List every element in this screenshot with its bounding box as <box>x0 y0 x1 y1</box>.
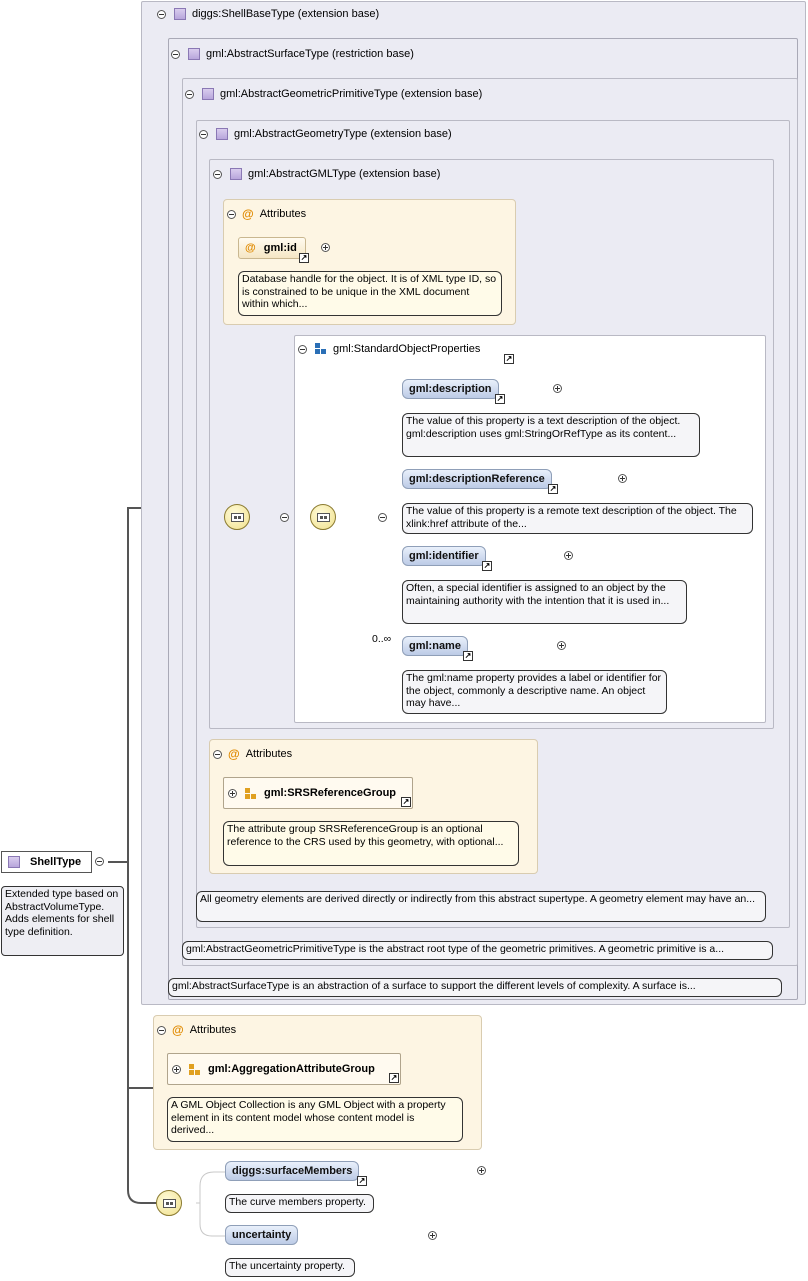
complex-type-icon <box>188 48 200 60</box>
reference-arrow-icon[interactable]: ↗ <box>548 484 558 494</box>
name-expand-toggle[interactable] <box>557 641 567 650</box>
abstract-surface-label: gml:AbstractSurfaceType (restriction bas… <box>206 48 414 60</box>
uncertainty-expand-toggle[interactable] <box>427 1231 437 1240</box>
identifier-element[interactable]: gml:identifier <box>402 546 486 566</box>
shell-attributes-header: @ Attributes <box>157 1023 236 1037</box>
description-reference-expand-toggle[interactable] <box>618 474 628 483</box>
std-props-header: gml:StandardObjectProperties <box>298 343 480 355</box>
surface-members-element[interactable]: diggs:surfaceMembers <box>225 1161 360 1181</box>
complex-type-icon <box>202 88 214 100</box>
uncertainty-doc: The uncertainty property. <box>225 1258 355 1277</box>
abstract-gml-label: gml:AbstractGMLType (extension base) <box>248 168 441 180</box>
complex-type-icon <box>174 8 186 20</box>
reference-arrow-icon[interactable]: ↗ <box>401 797 411 807</box>
root-type-node[interactable]: ShellType <box>1 851 92 873</box>
geometric-primitive-header: gml:AbstractGeometricPrimitiveType (exte… <box>185 88 482 100</box>
abstract-surface-doc: gml:AbstractSurfaceType is an abstractio… <box>168 978 782 997</box>
description-element[interactable]: gml:description <box>402 379 499 399</box>
complex-type-icon <box>230 168 242 180</box>
geom-attributes-label: Attributes <box>245 748 293 760</box>
abstract-surface-header: gml:AbstractSurfaceType (restriction bas… <box>171 48 414 60</box>
identifier-expand-toggle[interactable] <box>564 551 574 560</box>
abstract-geometry-doc: All geometry elements are derived direct… <box>196 891 766 922</box>
root-type-doc: Extended type based on AbstractVolumeTyp… <box>1 886 124 956</box>
sequence-compositor-icon[interactable] <box>310 504 336 530</box>
identifier-doc: Often, a special identifier is assigned … <box>402 580 687 624</box>
aggregation-expand-toggle[interactable] <box>172 1064 181 1074</box>
aggregation-doc: A GML Object Collection is any GML Objec… <box>167 1097 463 1142</box>
shell-base-collapse-toggle[interactable] <box>157 9 166 19</box>
surface-members-expand-toggle[interactable] <box>476 1166 486 1175</box>
std-props-label: gml:StandardObjectProperties <box>333 343 481 355</box>
abstract-geometry-header: gml:AbstractGeometryType (extension base… <box>199 128 452 140</box>
gml-id-expand-toggle[interactable] <box>321 243 331 252</box>
surface-members-doc: The curve members property. <box>225 1194 374 1213</box>
attribute-icon: @ <box>228 747 240 761</box>
uncertainty-element[interactable]: uncertainty <box>225 1225 299 1245</box>
description-reference-doc: The value of this property is a remote t… <box>402 503 753 534</box>
geom-attributes-collapse-toggle[interactable] <box>213 749 222 759</box>
description-reference-element[interactable]: gml:descriptionReference <box>402 469 552 489</box>
sequence-compositor-icon[interactable] <box>224 504 250 530</box>
description-doc: The value of this property is a text des… <box>402 413 700 457</box>
attribute-icon: @ <box>172 1023 184 1037</box>
attribute-group-icon <box>189 1063 200 1075</box>
abstract-surface-collapse-toggle[interactable] <box>171 49 180 59</box>
root-collapse-toggle[interactable] <box>95 857 104 866</box>
gml-id-label: gml:id <box>263 242 297 254</box>
reference-arrow-icon[interactable]: ↗ <box>389 1073 399 1083</box>
abstract-geometry-collapse-toggle[interactable] <box>199 129 208 139</box>
name-doc: The gml:name property provides a label o… <box>402 670 667 714</box>
geometric-primitive-doc: gml:AbstractGeometricPrimitiveType is th… <box>182 941 773 960</box>
reference-arrow-icon[interactable]: ↗ <box>463 651 473 661</box>
complex-type-icon <box>8 856 20 868</box>
aggregation-attribute-group[interactable]: gml:AggregationAttributeGroup <box>167 1053 401 1085</box>
reference-arrow-icon[interactable]: ↗ <box>495 394 505 404</box>
srs-reference-group[interactable]: gml:SRSReferenceGroup <box>223 777 413 809</box>
gml-id-attribute[interactable]: @ gml:id <box>238 237 306 259</box>
abstract-gml-collapse-toggle[interactable] <box>213 169 222 179</box>
gml-attributes-label: Attributes <box>259 208 307 220</box>
attribute-group-icon <box>245 787 256 799</box>
std-props-collapse-toggle[interactable] <box>298 344 307 354</box>
abstract-geometry-label: gml:AbstractGeometryType (extension base… <box>234 128 452 140</box>
shell-base-header: diggs:ShellBaseType (extension base) <box>157 8 379 20</box>
attribute-icon: @ <box>242 207 254 221</box>
aggregation-label: gml:AggregationAttributeGroup <box>208 1063 375 1075</box>
sequence-collapse-toggle[interactable] <box>378 513 388 522</box>
name-element[interactable]: gml:name <box>402 636 468 656</box>
shell-attributes-collapse-toggle[interactable] <box>157 1025 166 1035</box>
sequence-collapse-toggle[interactable] <box>280 513 290 522</box>
reference-arrow-icon[interactable]: ↗ <box>504 354 514 364</box>
reference-arrow-icon[interactable]: ↗ <box>482 561 492 571</box>
gml-attributes-collapse-toggle[interactable] <box>227 209 236 219</box>
srs-reference-label: gml:SRSReferenceGroup <box>264 787 397 799</box>
shell-attributes-label: Attributes <box>189 1024 237 1036</box>
sequence-compositor-icon[interactable] <box>156 1190 182 1216</box>
description-expand-toggle[interactable] <box>553 384 563 393</box>
gml-attributes-header: @ Attributes <box>227 207 306 221</box>
root-type-label: ShellType <box>30 856 82 868</box>
srs-reference-expand-toggle[interactable] <box>228 788 237 798</box>
complex-type-icon <box>216 128 228 140</box>
abstract-gml-header: gml:AbstractGMLType (extension base) <box>213 168 440 180</box>
shell-base-label: diggs:ShellBaseType (extension base) <box>192 8 380 20</box>
geometric-primitive-label: gml:AbstractGeometricPrimitiveType (exte… <box>220 88 483 100</box>
multiplicity-label: 0..∞ <box>372 633 392 645</box>
srs-reference-doc: The attribute group SRSReferenceGroup is… <box>223 821 519 866</box>
attribute-icon: @ <box>245 242 256 254</box>
group-icon <box>315 343 327 355</box>
geom-attributes-header: @ Attributes <box>213 747 292 761</box>
gml-id-doc: Database handle for the object. It is of… <box>238 271 502 316</box>
reference-arrow-icon[interactable]: ↗ <box>357 1176 367 1186</box>
reference-arrow-icon[interactable]: ↗ <box>299 253 309 263</box>
geometric-primitive-collapse-toggle[interactable] <box>185 89 194 99</box>
